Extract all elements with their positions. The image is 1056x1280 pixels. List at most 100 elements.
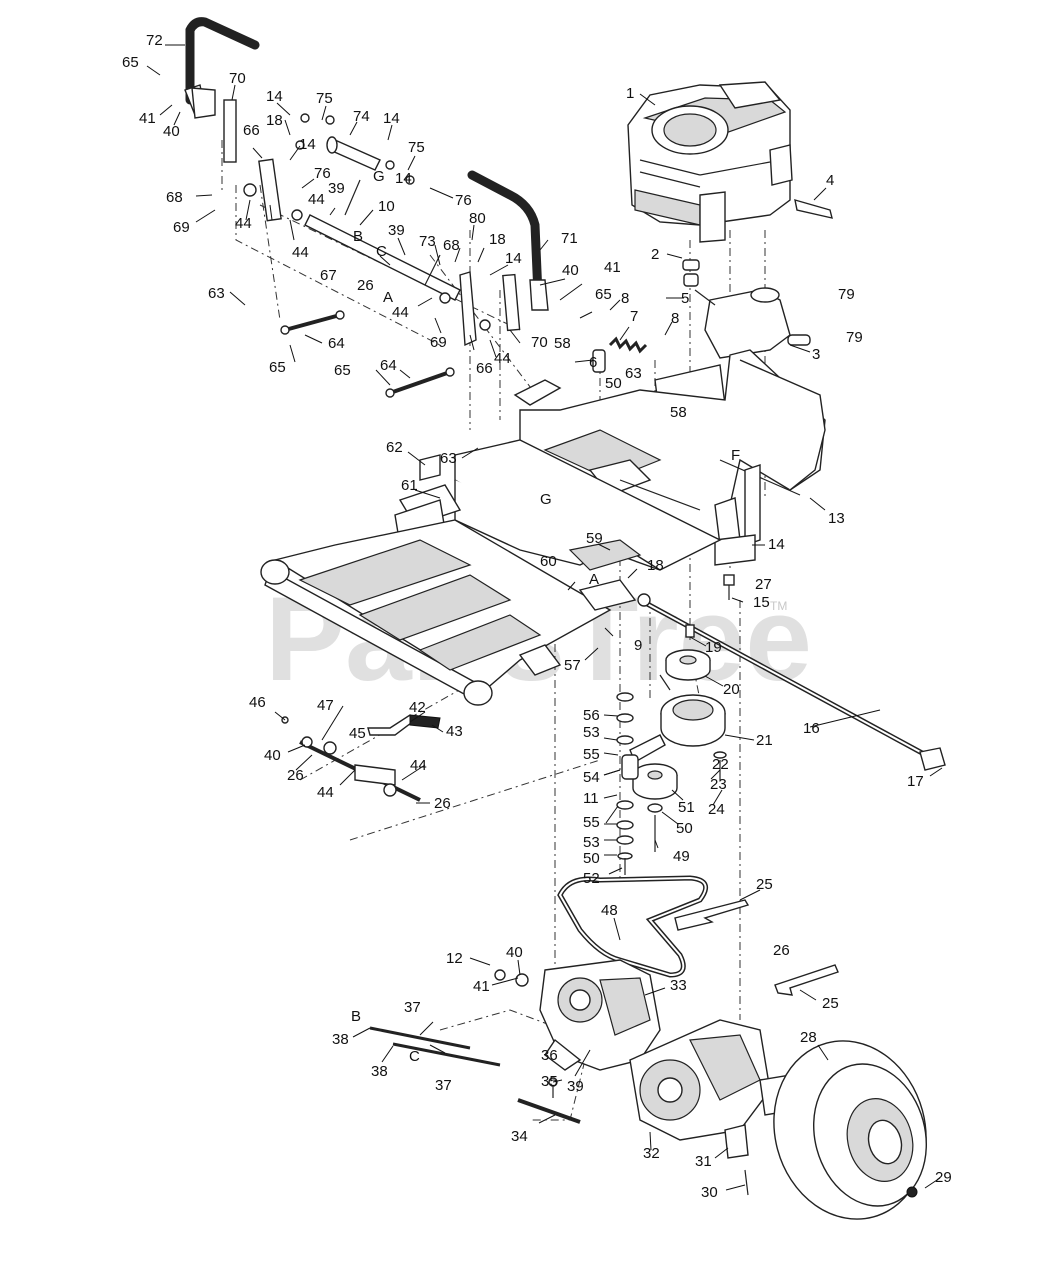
letter-ref: F xyxy=(731,447,740,464)
callout-56: 56 xyxy=(583,707,600,724)
main-frame xyxy=(394,349,826,571)
callout-14c: 14 xyxy=(383,110,400,127)
callout-27: 27 xyxy=(755,576,772,593)
callout-75b: 75 xyxy=(408,139,425,156)
callout-66b: 66 xyxy=(476,360,493,377)
bracket-25-lower xyxy=(774,964,839,996)
callout-53b: 53 xyxy=(583,834,600,851)
foot-platform xyxy=(260,519,637,706)
callout-13: 13 xyxy=(828,510,845,527)
callout-64a: 64 xyxy=(328,335,345,352)
callout-21: 21 xyxy=(756,732,773,749)
letter-ref: A xyxy=(589,571,599,588)
callout-41b: 41 xyxy=(604,259,621,276)
callout-80: 80 xyxy=(469,210,486,227)
callout-18a: 18 xyxy=(266,112,283,129)
callout-70b: 70 xyxy=(531,334,548,351)
callout-37b: 37 xyxy=(435,1077,452,1094)
callout-23: 23 xyxy=(710,776,727,793)
callout-75a: 75 xyxy=(316,90,333,107)
callout-63b: 63 xyxy=(440,450,457,467)
callout-38b: 38 xyxy=(371,1063,388,1080)
callout-6: 6 xyxy=(589,354,597,371)
clutch xyxy=(659,674,726,747)
letter-ref: C xyxy=(409,1048,420,1065)
callout: 1 xyxy=(626,85,634,102)
callout-40b: 40 xyxy=(562,262,579,279)
muffler xyxy=(694,287,811,359)
callout-5: 5 xyxy=(681,290,689,307)
callout-40c: 40 xyxy=(264,747,281,764)
callout-79a: 79 xyxy=(838,286,855,303)
letter-ref: G xyxy=(540,491,552,508)
callout-28: 28 xyxy=(800,1029,817,1046)
callout-44e: 44 xyxy=(494,350,511,367)
callout-52: 52 xyxy=(583,870,600,887)
callout-67: 67 xyxy=(320,267,337,284)
callout-10: 10 xyxy=(378,198,395,215)
transaxle-33 xyxy=(539,959,661,1071)
callout-9: 9 xyxy=(634,637,642,654)
callout-44c: 44 xyxy=(308,191,325,208)
pulley-20 xyxy=(665,649,711,681)
callout-14e: 14 xyxy=(505,250,522,267)
callout-65c: 65 xyxy=(334,362,351,379)
callout-labels: 1 2 3 4 5 6 7 8 8 9 10 11 12 13 14 14 14… xyxy=(122,32,952,1201)
callout-58b: 58 xyxy=(670,404,687,421)
callout-37a: 37 xyxy=(404,999,421,1016)
callout-74: 74 xyxy=(353,108,370,125)
callout-69a: 69 xyxy=(173,219,190,236)
right-handle xyxy=(467,170,549,311)
spring-7 xyxy=(608,336,648,354)
callout: 3 xyxy=(812,346,820,363)
callout-58a: 58 xyxy=(554,335,571,352)
callout-26d: 26 xyxy=(434,795,451,812)
bracket-31 xyxy=(724,1124,749,1159)
rods xyxy=(369,969,581,1124)
callout-26c: 26 xyxy=(287,767,304,784)
callout-24: 24 xyxy=(708,801,725,818)
callout-46: 46 xyxy=(249,694,266,711)
callout-72: 72 xyxy=(146,32,163,49)
callout-7: 7 xyxy=(630,308,638,325)
callout-14b: 14 xyxy=(266,88,283,105)
left-handle xyxy=(184,17,260,119)
callout-55a: 55 xyxy=(583,746,600,763)
callout: 4 xyxy=(826,172,834,189)
callout-44d: 44 xyxy=(392,304,409,321)
callout-60: 60 xyxy=(540,553,557,570)
callout-8: 8 xyxy=(621,290,629,307)
callout-16: 16 xyxy=(803,720,820,737)
callout-63c: 63 xyxy=(625,365,642,382)
letter-labels: G B C A F G A B C xyxy=(351,168,740,1065)
idler-pulley-51 xyxy=(632,763,678,800)
watermark-tm: TM xyxy=(770,599,787,613)
callout-12: 12 xyxy=(446,950,463,967)
callout-30: 30 xyxy=(701,1184,718,1201)
callout-32: 32 xyxy=(643,1145,660,1162)
callout-31: 31 xyxy=(695,1153,712,1170)
callout-14a: 14 xyxy=(768,536,785,553)
link-rods xyxy=(280,310,455,398)
callout-39b: 39 xyxy=(388,222,405,239)
control-linkage xyxy=(223,99,521,347)
callout: 2 xyxy=(651,246,659,263)
part-6-spacer xyxy=(592,349,606,373)
callout-44f: 44 xyxy=(317,784,334,801)
callout-8b: 8 xyxy=(671,310,679,327)
callout-14f: 14 xyxy=(395,170,412,187)
idler-arm-54 xyxy=(621,734,666,780)
callout-33: 33 xyxy=(670,977,687,994)
callout-65b: 65 xyxy=(269,359,286,376)
callout-18b: 18 xyxy=(489,231,506,248)
callout-69b: 69 xyxy=(430,334,447,351)
part-2b xyxy=(683,273,699,287)
callout-41a: 41 xyxy=(139,110,156,127)
callout-17: 17 xyxy=(907,773,924,790)
leader-lines xyxy=(146,44,943,1191)
bolt-30 xyxy=(744,1169,749,1196)
callout-47: 47 xyxy=(317,697,334,714)
callout-49: 49 xyxy=(673,848,690,865)
callout-43: 43 xyxy=(446,723,463,740)
bracket-25-upper xyxy=(674,899,750,931)
